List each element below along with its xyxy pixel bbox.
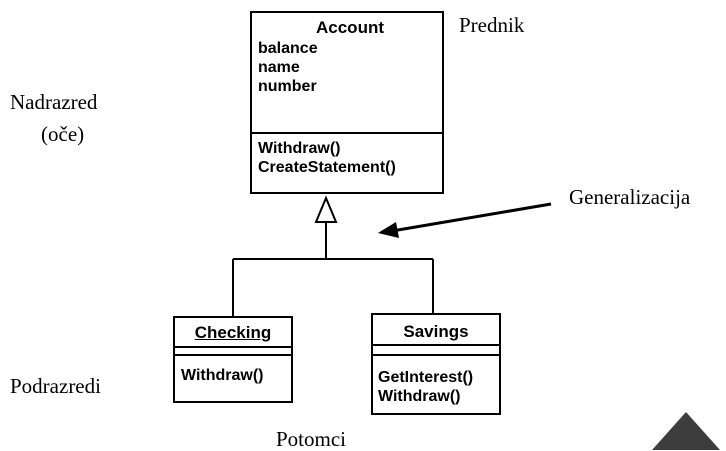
operation-create-statement: CreateStatement() <box>258 159 396 176</box>
attribute-name: name <box>258 59 300 76</box>
class-account-name: Account <box>316 18 384 37</box>
class-account: Account balance name number Withdraw() C… <box>250 11 444 194</box>
label-prednik: Prednik <box>459 13 525 37</box>
operation-withdraw: Withdraw() <box>378 388 461 405</box>
class-savings-operations: GetInterest() Withdraw() <box>373 354 499 406</box>
label-potomci: Potomci <box>276 427 347 451</box>
class-checking-operations: Withdraw() <box>175 354 291 385</box>
attribute-balance: balance <box>258 40 318 57</box>
class-account-operations: Withdraw() CreateStatement() <box>252 132 442 177</box>
pointer-arrow-shaft <box>391 202 552 233</box>
class-checking: Checking Withdraw() <box>173 316 293 403</box>
class-checking-attributes <box>175 346 291 354</box>
operation-withdraw: Withdraw() <box>181 367 264 384</box>
class-checking-name: Checking <box>194 323 272 342</box>
corner-mark-icon <box>652 412 720 450</box>
class-savings: Savings GetInterest() Withdraw() <box>371 313 501 415</box>
attribute-number: number <box>258 78 317 95</box>
class-savings-name: Savings <box>403 322 469 341</box>
operation-withdraw: Withdraw() <box>258 140 341 157</box>
class-savings-attributes <box>373 344 499 354</box>
label-podrazredi: Podrazredi <box>10 374 101 398</box>
pointer-arrowhead-icon <box>378 222 399 238</box>
label-oce: (oče) <box>41 122 85 146</box>
label-nadrazred: Nadrazred <box>10 90 98 114</box>
generalization-triangle-icon <box>314 195 338 223</box>
class-account-name-section: Account balance name number <box>252 13 442 132</box>
label-generalizacija: Generalizacija <box>569 185 691 209</box>
operation-get-interest: GetInterest() <box>378 369 474 386</box>
